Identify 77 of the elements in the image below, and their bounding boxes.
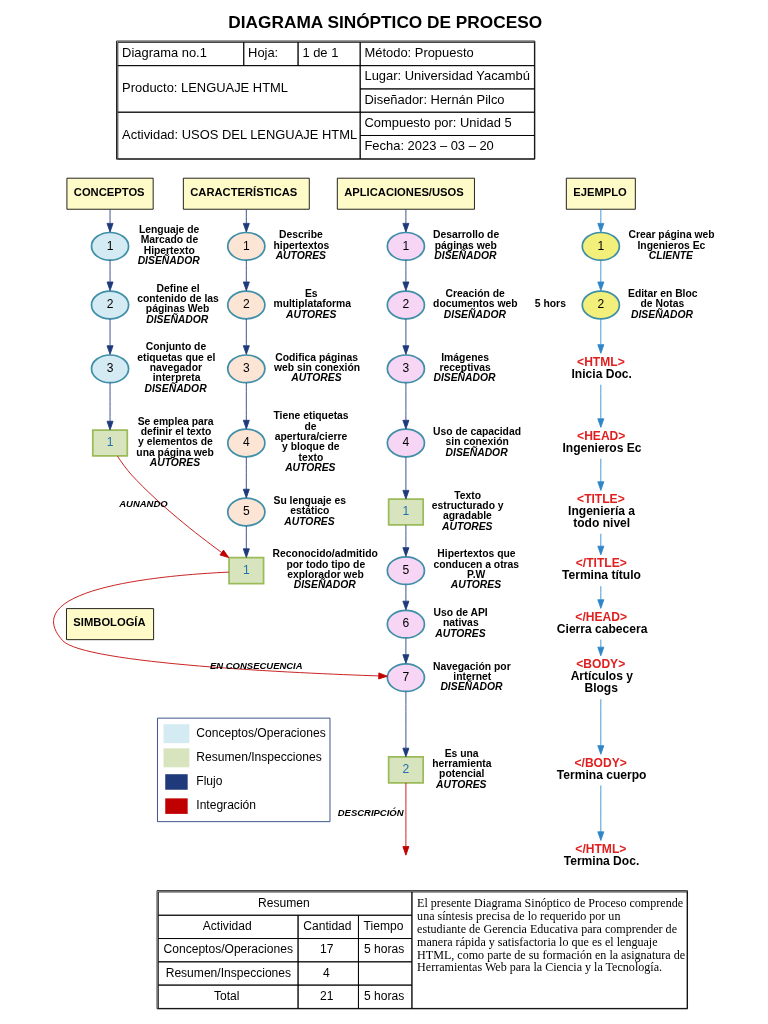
node-label: AUTORES [441, 520, 493, 532]
node-text: <HTML> Inicia Doc. [571, 354, 632, 381]
node-text: <HEAD> Ingenieros Ec [561, 428, 642, 455]
node-label: Imágenes receptivas [439, 351, 491, 374]
label: 17 [319, 942, 333, 957]
node-label: AUTORES [435, 778, 486, 790]
label: Resumen/Inspecciones [165, 965, 291, 980]
node-label: Su lenguaje es estático [272, 494, 346, 517]
node-label: Conjunto de etiquetas que el navegador interpreta [136, 341, 215, 384]
node-text: </HEAD> Cierra cabecera [556, 609, 647, 636]
node-label: Describe hipertextos [272, 229, 329, 251]
label: El presente Diagrama Sinóptico de Proceso comprende una síntesis precisa de lo requerido por un estudiante de Gerencia Educativa para comprender de manera rápida y satisfactoria lo que es el lenguaje HTML, como parte de su formación en la asignatura de Herramientas Web para la Ciencia y la Tecnología. [416, 895, 685, 975]
label: Actividad [202, 919, 252, 934]
node-label: DISEÑADOR [439, 681, 502, 693]
node-label: AUTORES [284, 462, 336, 474]
node-label: Tiene etiquetas de apertura/cierre y bloque de texto [272, 410, 349, 463]
label: 4 [322, 965, 330, 980]
node-label: DISEÑADOR [145, 313, 208, 325]
node-label: Es una herramienta potencial [431, 747, 491, 780]
node-label: Reconocido/admitido por todo tipo de explorador web [272, 548, 378, 581]
node-label: Codifica páginas web sin conexión [273, 351, 360, 374]
label: Compuesto por: Unidad 5 [363, 114, 512, 130]
node-text: <TITLE> Ingeniería a todo nivel [567, 491, 635, 530]
label: 5 hors [534, 297, 566, 309]
node-label: CLIENTE [648, 249, 693, 261]
label: Método: Propuesto [363, 45, 474, 61]
label: Fecha: 2023 – 03 – 20 [363, 138, 494, 154]
node-label: Define el contenido de las páginas Web [136, 282, 219, 315]
node-label: DISEÑADOR [433, 372, 496, 384]
node-text: </HTML> Termina Doc. [563, 841, 639, 868]
node-label: Uso de API nativas [433, 607, 488, 629]
node-label: DISEÑADOR [293, 579, 356, 591]
node-label: AUTORES [283, 515, 335, 527]
node-label: Navegación por internet [432, 660, 511, 682]
node-label: Lenguaje de Marcado de Hipertexto [138, 224, 199, 256]
node-label: Desarrollo de páginas web [432, 229, 499, 251]
label: Lugar: Universidad Yacambú [363, 68, 530, 84]
label: Total [213, 988, 239, 1003]
node-label: DISEÑADOR [445, 446, 508, 458]
node-label: AUTORES [290, 372, 342, 384]
label: Conceptos/Operaciones [163, 942, 293, 957]
node-text: </BODY> Termina cuerpo [556, 755, 646, 782]
node-label: Se emplea para definir el texto y elementos de una página web [135, 415, 214, 458]
legend-label: Conceptos/Operaciones [195, 725, 326, 740]
legend-label: Resumen/Inspecciones [195, 750, 322, 765]
node-label: Texto estructurado y agradable [431, 489, 504, 522]
node-label: Hipertextos que conducen a otras P.W [433, 548, 519, 581]
node-label: Es multiplataforma [272, 287, 351, 310]
node-label: AUTORES [275, 249, 326, 261]
node-label: DISEÑADOR [630, 308, 693, 320]
node-text: <BODY> Artículos y Blogs [570, 657, 633, 696]
label: Hoja: [247, 45, 278, 61]
node-label: AUTORES [285, 308, 336, 320]
label: Diagrama no.1 [121, 45, 207, 61]
node-text: </TITLE> Termina título [561, 556, 641, 583]
node-label: DISEÑADOR [144, 382, 207, 394]
edge-label: AUNANDO [118, 498, 168, 510]
node-label: AUTORES [450, 579, 501, 591]
node-label: DISEÑADOR [137, 255, 200, 267]
label: 5 horas [363, 942, 404, 957]
label: Diseñador: Hernán Pilco [363, 91, 505, 107]
label: Cantidad [302, 919, 352, 934]
label: Producto: LENGUAJE HTML [121, 79, 288, 95]
diagram-title: DIAGRAMA SINÓPTICO DE PROCESO [227, 12, 542, 33]
node-label: Crear página web Ingenieros Ec [627, 229, 715, 251]
label: 21 [319, 988, 333, 1003]
label: 1 de 1 [301, 45, 338, 61]
node-label: DISEÑADOR [443, 308, 506, 320]
label: Actividad: USOS DEL LENGUAJE HTML [121, 126, 357, 142]
label: Resumen [257, 895, 310, 910]
edge-label: DESCRIPCIÓN [337, 806, 404, 818]
legend-label: Flujo [195, 774, 222, 789]
legend-label: Integración [195, 798, 256, 813]
label: Tiempo [363, 919, 403, 934]
label: 5 horas [363, 988, 404, 1003]
node-label: AUTORES [434, 627, 486, 639]
node-label: DISEÑADOR [433, 249, 496, 261]
